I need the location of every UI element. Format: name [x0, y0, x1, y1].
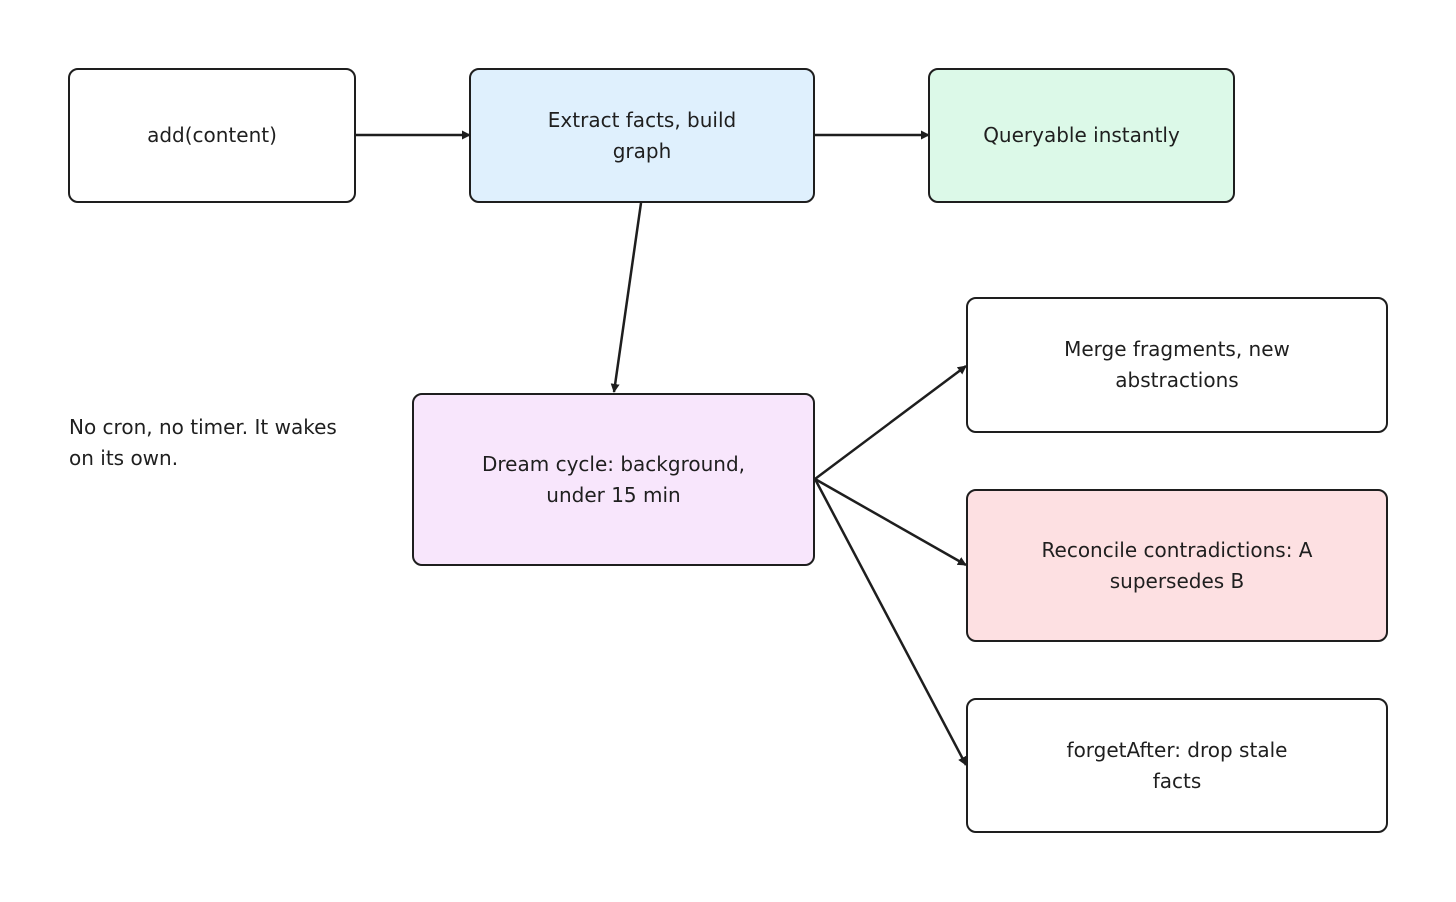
node-add-content: add(content): [68, 68, 356, 203]
node-reconcile: Reconcile contradictions: A supersedes B: [966, 489, 1388, 642]
node-merge-fragments: Merge fragments, new abstractions: [966, 297, 1388, 433]
node-merge-fragments-label: Merge fragments, new abstractions: [1064, 337, 1290, 392]
edge-dream-to-reconcile: [814, 477, 967, 567]
edge-extract-to-dream: [610, 202, 643, 393]
node-extract-facts-label: Extract facts, build graph: [547, 107, 737, 163]
edge-dream-to-forget: [813, 478, 968, 766]
note-no-cron: No cron, no timer. It wakes on its own.: [69, 415, 337, 470]
node-dream-cycle: Dream cycle: background, under 15 min: [412, 393, 815, 566]
node-extract-facts: Extract facts, build graph: [469, 68, 815, 203]
node-queryable-label: Queryable instantly: [983, 123, 1180, 147]
node-forget-after-label: forgetAfter: drop stale facts: [1066, 737, 1288, 793]
edge-dream-to-merge: [814, 364, 967, 481]
node-add-content-label: add(content): [147, 123, 277, 147]
node-forget-after: forgetAfter: drop stale facts: [966, 698, 1388, 833]
node-dream-cycle-label: Dream cycle: background, under 15 min: [481, 451, 746, 507]
node-queryable: Queryable instantly: [928, 68, 1235, 203]
node-reconcile-label: Reconcile contradictions: A supersedes B: [1041, 537, 1313, 593]
